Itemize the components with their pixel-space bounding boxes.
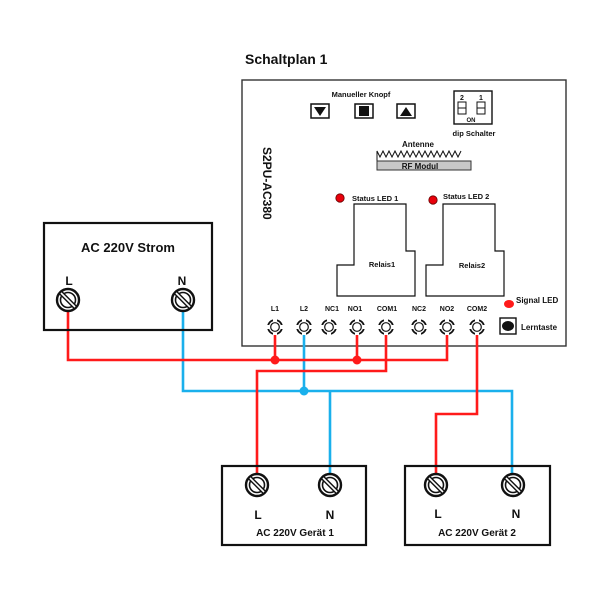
com1-device1-wire bbox=[255, 330, 388, 476]
rf-module-label: RF Modul bbox=[402, 162, 438, 171]
triangle-down-icon bbox=[314, 107, 326, 116]
diagram-title: Schaltplan 1 bbox=[245, 51, 328, 67]
learn-button-label: Lerntaste bbox=[521, 323, 558, 332]
power-l-screw-icon[interactable] bbox=[57, 289, 79, 311]
button-up[interactable] bbox=[396, 103, 416, 119]
device-2-l-label: L bbox=[434, 507, 441, 521]
terminal-label-com1: COM1 bbox=[377, 306, 397, 313]
status-led-2 bbox=[428, 195, 438, 205]
power-source-outline bbox=[42, 221, 214, 332]
power-source-l-label: L bbox=[65, 274, 72, 288]
terminal-label-nc2: NC2 bbox=[412, 306, 426, 313]
dip-switch-label: dip Schalter bbox=[453, 129, 496, 138]
power-source-n-label: N bbox=[178, 274, 187, 288]
device-2-n-label: N bbox=[512, 507, 521, 521]
power-n-screw-icon[interactable] bbox=[172, 289, 194, 311]
power-source: AC 220V Strom L N bbox=[42, 221, 214, 332]
terminal-label-no2: NO2 bbox=[440, 306, 455, 313]
model-label: S2PU-AC380 bbox=[260, 147, 274, 220]
com2-device2-wire bbox=[434, 330, 479, 476]
dip-label-2: 2 bbox=[460, 95, 464, 102]
live-bus-wire bbox=[66, 310, 449, 362]
device-1-l-screw-icon[interactable] bbox=[246, 474, 268, 496]
square-stop-icon bbox=[359, 106, 369, 116]
neutral-junction bbox=[299, 386, 309, 396]
terminal-label-nc1: NC1 bbox=[325, 306, 339, 313]
relay-1-label: Relais1 bbox=[369, 260, 395, 269]
device-2-outline bbox=[403, 464, 552, 547]
device-2-l-screw-icon[interactable] bbox=[425, 474, 447, 496]
status-led-2-label: Status LED 2 bbox=[443, 192, 489, 201]
status-led-1 bbox=[335, 193, 345, 203]
device-1-l-label: L bbox=[254, 508, 261, 522]
button-stop[interactable] bbox=[354, 103, 374, 119]
rf-module bbox=[376, 160, 472, 171]
device-1-n-screw-icon[interactable] bbox=[319, 474, 341, 496]
learn-button[interactable] bbox=[499, 317, 517, 335]
device-1-title: AC 220V Gerät 1 bbox=[256, 528, 334, 539]
manual-buttons-label: Manueller Knopf bbox=[332, 90, 391, 99]
device-1-outline bbox=[220, 464, 368, 547]
terminal-label-no1: NO1 bbox=[348, 306, 363, 313]
terminal-label-l2: L2 bbox=[300, 306, 308, 313]
relay-2 bbox=[425, 203, 505, 297]
signal-led-label: Signal LED bbox=[516, 296, 558, 305]
device-1-n-label: N bbox=[326, 508, 335, 522]
live-wires bbox=[66, 310, 479, 476]
relay-2-label: Relais2 bbox=[459, 261, 485, 270]
live-junction-no1 bbox=[352, 355, 362, 365]
relay-1 bbox=[336, 203, 416, 297]
antenna-icon bbox=[376, 149, 462, 161]
antenna-label: Antenne bbox=[402, 140, 435, 149]
controller-board: S2PU-AC380 Manueller Knopf 2 1 ON dip Sc… bbox=[241, 79, 567, 347]
device-1: L N AC 220V Gerät 1 bbox=[220, 464, 368, 547]
power-source-title: AC 220V Strom bbox=[81, 240, 175, 255]
status-led-1-label: Status LED 1 bbox=[352, 194, 398, 203]
neutral-main-wire bbox=[181, 310, 514, 476]
dip-on-label: ON bbox=[467, 118, 476, 124]
triangle-up-icon bbox=[400, 107, 412, 116]
dip-label-1: 1 bbox=[479, 95, 483, 102]
device-2-title: AC 220V Gerät 2 bbox=[438, 528, 516, 539]
dip-switch[interactable]: 2 1 ON bbox=[453, 90, 493, 125]
signal-led bbox=[504, 300, 514, 308]
terminal-label-com2: COM2 bbox=[467, 306, 487, 313]
device-2-n-screw-icon[interactable] bbox=[502, 474, 524, 496]
live-junction-l1 bbox=[270, 355, 280, 365]
terminal-label-l1: L1 bbox=[271, 306, 279, 313]
button-down[interactable] bbox=[310, 103, 330, 119]
device-2: L N AC 220V Gerät 2 bbox=[403, 464, 552, 547]
